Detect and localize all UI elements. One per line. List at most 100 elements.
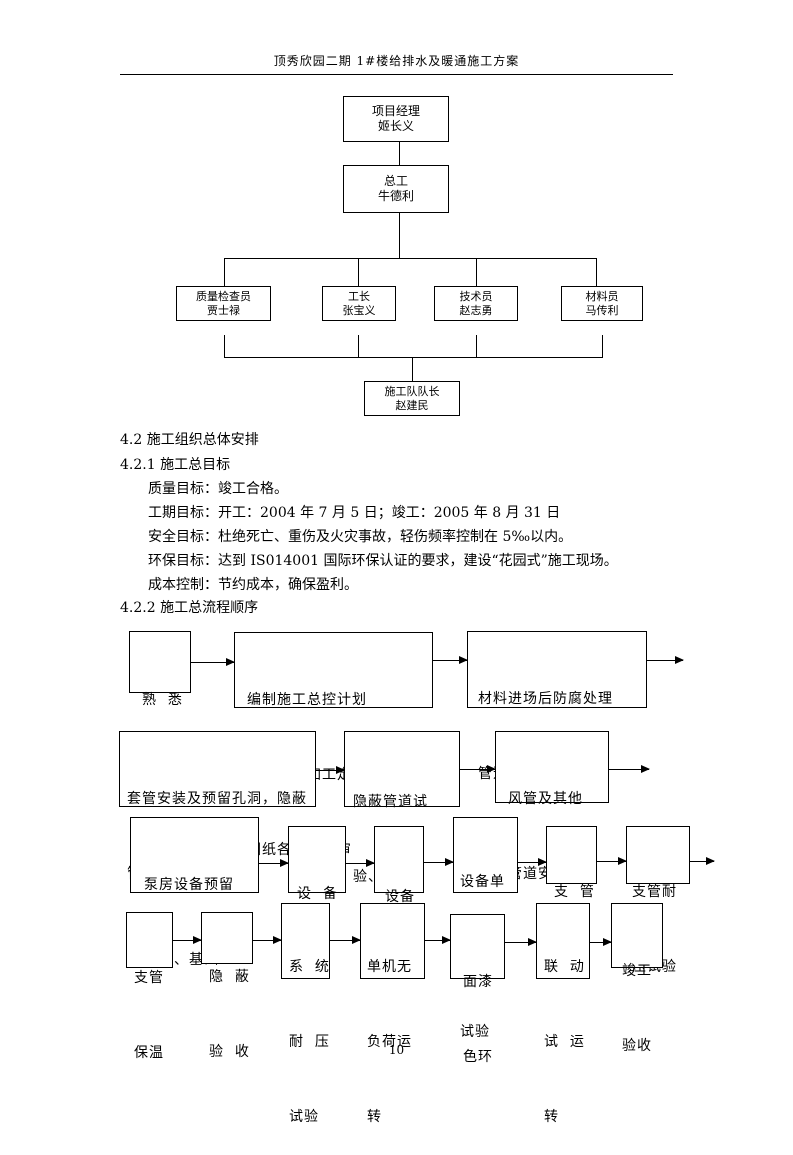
flow-step-line: 转 [367,1109,382,1125]
flow-arrow [518,858,547,866]
page-header: 顶秀欣园二期 1#楼给排水及暖通施工方案 [273,54,520,68]
flow-step-equipment-pressure-test: 设备单 项耐压 试验 [453,817,518,1040]
flow-arrow [690,857,715,865]
page-number: 10 [388,1043,405,1057]
flow-step-line: 支管耐 [632,884,677,900]
flow-step-branch-pipe-pressure-test: 支管耐 压试验 [626,826,690,975]
goal-environment: 环保目标：达到 IS014001 国际环保认证的要求，建设“花园式”施工现场。 [148,553,618,569]
flow-step-equipment-install: 设 备 安装 [288,826,346,977]
goal-cost: 成本控制：节约成本，确保盈利。 [148,577,358,593]
section-subheading-goals: 4.2.1 施工总目标 [120,457,231,473]
flow-arrow [259,859,289,867]
section-heading: 4.2 施工组织总体安排 [120,432,259,448]
flow-step-line: 隐蔽管道试 [353,794,428,810]
goal-safety: 安全目标：杜绝死亡、重伤及火灾事故，轻伤频率控制在 5‰以内。 [148,529,573,545]
org-connector [596,258,597,286]
flow-step-line: 保温 [134,1045,164,1061]
flow-step-concealed-acceptance: 隐 蔽 验 收 [201,912,253,1060]
flow-step-line: 验收 [622,1038,652,1054]
flow-step-single-unit-no-load-run: 单机无 负荷运 转 [360,903,425,1125]
flow-step-familiarize-drawings: 熟 悉 图 纸 [129,631,191,783]
flow-step-line: 编制施工总控计划 [247,692,367,708]
flow-arrow [505,938,537,946]
flow-step-line: 设备 [385,889,415,905]
org-connector [358,335,359,357]
flow-step-line: 试验 [289,1109,319,1125]
flow-arrow [424,858,454,866]
flow-step-line: 单机无 [367,959,412,975]
flow-step-line: 试 运 [544,1034,585,1050]
flow-step-completion-acceptance: 竣工 验收 [611,903,663,1054]
flow-step-planning: 编制施工总控计划 编制物资加工定货计划 图纸各专业会审 [234,632,433,858]
goal-schedule: 工期目标：开工：2004 年 7 月 5 日；竣工：2005 年 8 月 31 … [148,505,561,521]
org-box-manager: 项目经理 姬长义 [343,96,449,142]
flow-step-line: 设 备 [297,886,338,902]
org-connector [224,258,225,286]
org-connector [476,335,477,357]
flow-arrow [191,658,235,666]
flow-step-line: 泵房设备预留 [144,877,234,893]
flow-step-line: 套管安装及预留孔洞，隐蔽 [127,791,307,807]
org-role: 质量检查员 [196,289,251,303]
org-person: 姬长义 [377,119,414,133]
flow-step-line: 负荷运 [367,1034,412,1050]
org-person: 张宝义 [342,303,376,317]
flow-step-anticorrosion-prefab: 材料进场后防腐处理 管道预制加工 [467,631,647,782]
flow-arrow [597,857,627,865]
flow-step-line: 耐 压 [289,1034,330,1050]
flow-step-topcoat-color-ring: 面漆 色环 [450,914,505,1065]
header-rule [120,74,673,75]
org-person: 赵建民 [395,398,429,412]
org-role: 施工队队长 [384,384,440,398]
flow-arrow [433,656,468,664]
org-box-foreman: 工长 张宝义 [322,286,396,321]
flow-step-line: 熟 悉 [142,692,183,708]
org-person: 贾士禄 [207,303,240,317]
org-role: 技术员 [459,289,493,303]
flow-step-line: 竣工 [622,963,652,979]
flow-arrow [609,765,650,773]
flow-step-line: 联 动 [544,959,585,975]
flow-arrow [460,765,496,773]
goal-quality: 质量目标：竣工合格。 [148,481,288,497]
org-box-technician: 技术员 赵志勇 [434,286,518,321]
org-box-chief: 总工 牛德利 [343,165,449,213]
org-connector [476,258,477,286]
flow-step-sleeve-install: 套管安装及预留孔洞，隐蔽 管道安装 [119,731,316,882]
flow-arrow [253,936,282,944]
org-role: 工长 [348,289,370,303]
flow-step-branch-pipe-insulation: 支管 保温 [126,912,173,1061]
flow-step-linked-trial-run: 联 动 试 运 转 [536,903,590,1125]
flow-step-line: 面漆 [463,974,493,990]
flow-arrow [647,656,684,664]
org-person: 赵志勇 [459,303,493,317]
flow-step-line: 转 [544,1109,559,1125]
org-box-team-leader: 施工队队长 赵建民 [364,381,460,416]
flow-step-line: 试验 [460,1024,490,1040]
org-person: 马传利 [585,303,619,317]
flow-step-line: 设备单 [460,874,505,890]
org-role: 材料员 [585,289,619,303]
section-subheading-flow: 4.2.2 施工总流程顺序 [120,600,259,616]
flow-arrow [590,938,612,946]
flow-step-system-pressure-test: 系 统 耐 压 试验 [281,903,330,1125]
flow-step-line: 支 管 [554,884,595,900]
flow-step-pump-room-foundation: 泵房设备预留 孔洞、基础 [130,817,259,968]
flow-step-equipment-piping: 设备 配管 [374,826,424,980]
flow-step-duct-install: 风管及其他 管道安装 [495,731,609,882]
flow-step-line: 支管 [134,970,164,986]
flow-arrow [346,859,375,867]
flow-arrow [316,766,345,774]
flow-step-line: 色环 [463,1049,493,1065]
org-connector [224,258,596,259]
flow-step-line: 验 收 [209,1044,250,1060]
org-person: 牛德利 [377,189,414,203]
flow-step-branch-pipe-install: 支 管 安装 [546,826,597,975]
org-box-quality-inspector: 质量检查员 贾士禄 [176,286,271,321]
org-role: 总工 [383,174,408,188]
flow-step-concealed-pipe-test: 隐蔽管道试 验、验收 [344,731,460,885]
flow-step-line: 系 统 [289,959,330,975]
flow-step-line: 隐 蔽 [209,969,250,985]
org-connector [602,335,603,357]
flow-arrow [425,936,451,944]
